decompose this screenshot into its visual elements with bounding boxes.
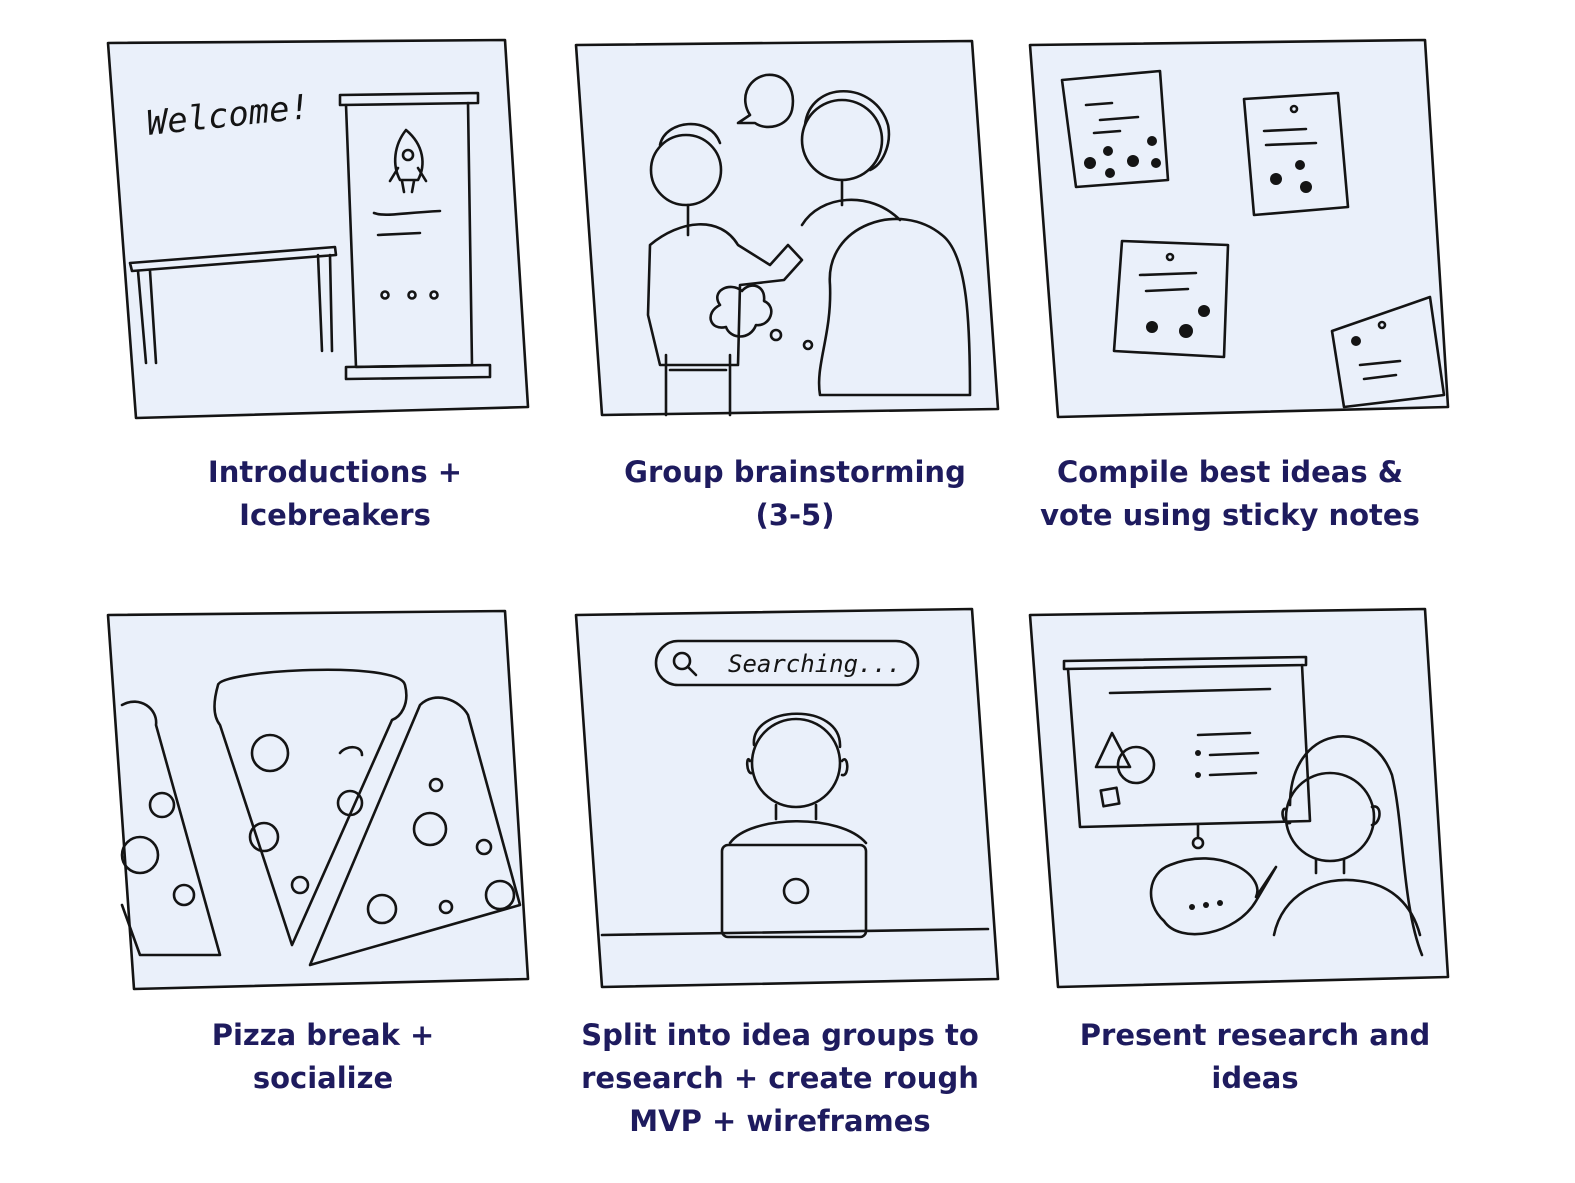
brainstorm-sketch [574, 39, 1000, 417]
panel-compile-ideas [1020, 35, 1460, 425]
search-text: Searching... [728, 650, 901, 678]
pizza-sketch [106, 609, 530, 991]
caption-introductions: Introductions + Icebreakers [207, 455, 463, 532]
panel-introductions: Welcome! [100, 35, 535, 425]
caption-present: Present research and ideas [1079, 1018, 1431, 1095]
panel-research: Searching... [570, 605, 1005, 995]
caption-pizza-break: Pizza break + socialize [211, 1018, 435, 1095]
panel-present [1020, 605, 1460, 995]
caption-research: Split into idea groups to research + cre… [581, 1018, 979, 1138]
laptop-sketch: Searching... [574, 607, 1000, 989]
panel-group-brainstorming [570, 35, 1005, 425]
presentation-sketch [1028, 607, 1450, 989]
caption-compile-ideas: Compile best ideas & vote using sticky n… [1040, 455, 1420, 532]
welcome-sketch: Welcome! [106, 38, 530, 420]
panel-pizza-break [100, 605, 535, 995]
caption-group-brainstorming: Group brainstorming (3-5) [624, 455, 966, 532]
sticky-notes-sketch [1028, 38, 1450, 419]
